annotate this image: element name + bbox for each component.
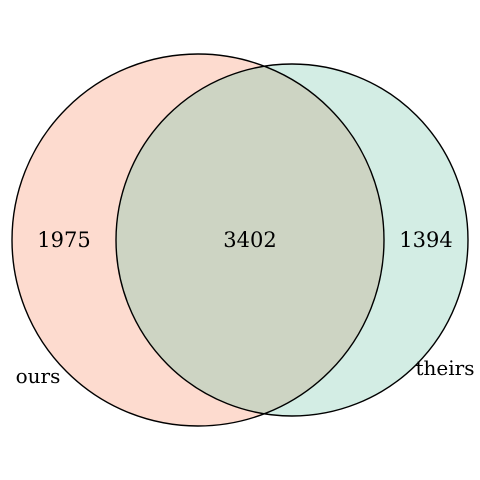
count-both: 3402 [223, 228, 276, 252]
set-label-ours: ours [16, 364, 61, 388]
set-ours-outline [11, 53, 385, 427]
count-ours-only: 1975 [37, 228, 90, 252]
set-theirs-outline [115, 63, 469, 417]
count-theirs-only: 1394 [399, 228, 452, 252]
set-label-theirs: theirs [416, 356, 475, 380]
